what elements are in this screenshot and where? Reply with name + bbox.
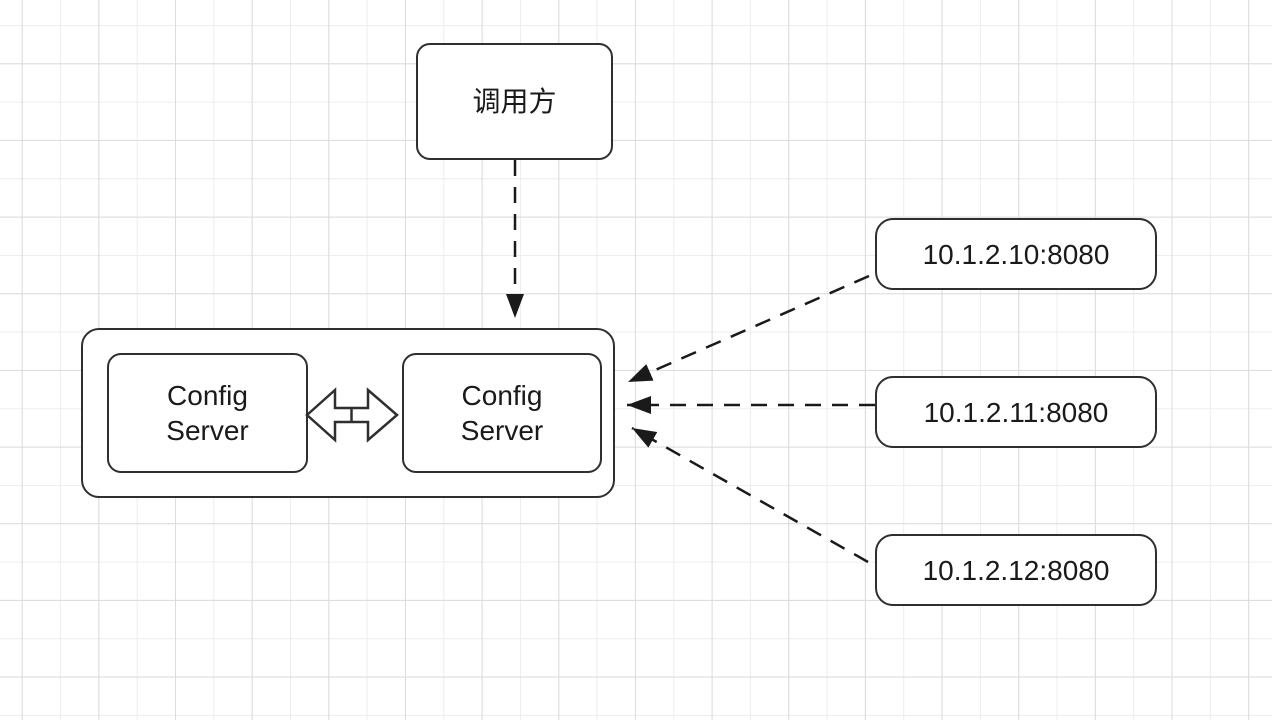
edge-instance1-to-cluster[interactable] <box>627 274 870 384</box>
instance-node-1[interactable]: 10.1.2.10:8080 <box>875 218 1157 290</box>
instance-2-label: 10.1.2.11:8080 <box>923 396 1109 428</box>
config-server-left-label: Config Server <box>166 380 249 446</box>
edge-instance3-to-cluster[interactable] <box>631 426 869 564</box>
config-server-right-label: Config Server <box>460 380 544 446</box>
config-server-right-node[interactable]: Config Server <box>402 353 602 473</box>
instance-node-3[interactable]: 10.1.2.12:8080 <box>875 534 1157 606</box>
instance-3-label: 10.1.2.12:8080 <box>922 554 1110 586</box>
caller-node[interactable]: 调用方 <box>416 43 613 160</box>
instance-1-label: 10.1.2.10:8080 <box>922 238 1110 270</box>
instance-node-2[interactable]: 10.1.2.11:8080 <box>875 376 1157 448</box>
config-server-left-node[interactable]: Config Server <box>107 353 308 473</box>
caller-label: 调用方 <box>472 86 557 117</box>
double-arrow-icon[interactable] <box>305 387 399 443</box>
